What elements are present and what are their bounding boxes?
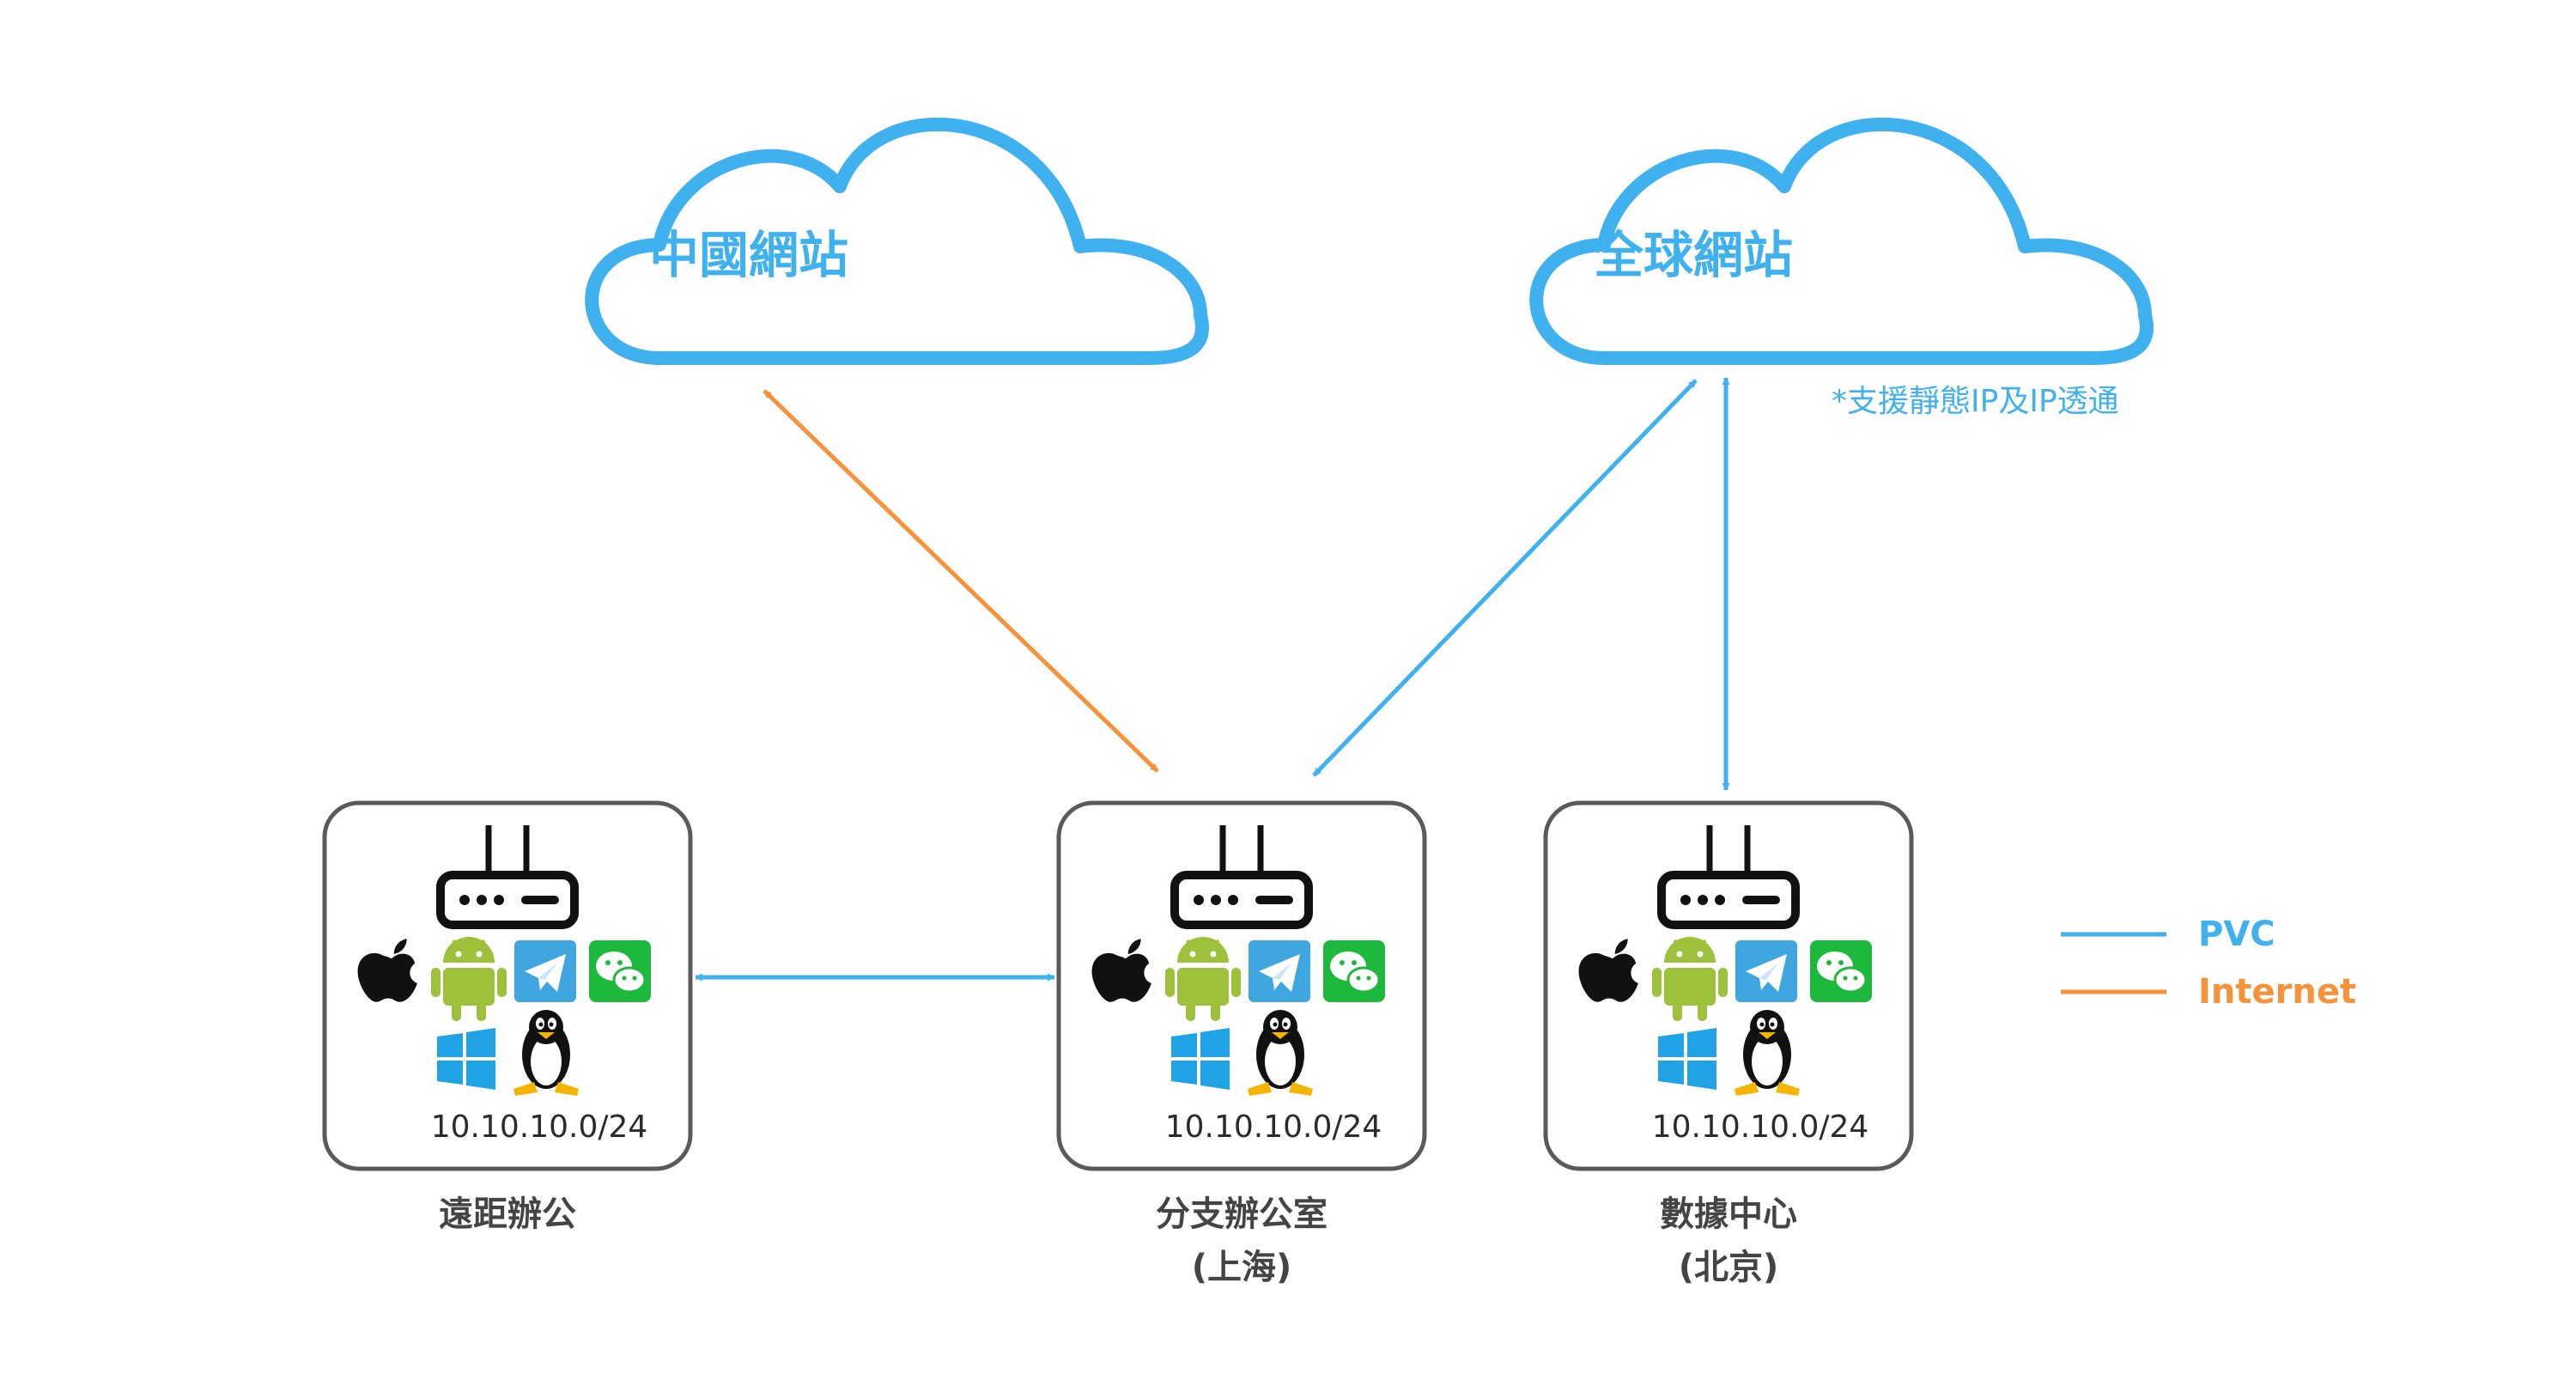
wechat-icon: [1808, 939, 1874, 1004]
site-caption-datacenter-city: (北京): [1679, 1248, 1779, 1287]
cloud-china: 中國網站: [592, 125, 1202, 358]
links-layer: [695, 377, 1730, 982]
subnet-label: 10.10.10.0/24: [1165, 1110, 1382, 1145]
site-box: [1543, 800, 1914, 1171]
site-box: [1056, 800, 1427, 1171]
legend-internet-label: Internet: [2198, 972, 2356, 1012]
legend: PVC Internet: [2061, 915, 2356, 1012]
site-caption-remote: 遠距辦公: [439, 1195, 576, 1234]
site-box: [322, 800, 693, 1171]
site-caption-branch-city: (上海): [1192, 1248, 1292, 1287]
telegram-icon: [1735, 940, 1797, 1002]
telegram-icon: [1249, 940, 1310, 1002]
legend-pvc-label: PVC: [2198, 915, 2275, 954]
site-datacenter-beijing: 10.10.10.0/24: [1543, 800, 1914, 1171]
cloud-label: 中國網站: [649, 226, 848, 284]
internet-link-shanghai-china: [762, 389, 1159, 773]
site-remote-office: 10.10.10.0/24: [322, 800, 693, 1171]
static-ip-note: *支援靜態IP及IP透通: [1832, 384, 2119, 419]
subnet-label: 10.10.10.0/24: [1652, 1110, 1869, 1145]
cloud-label: 全球網站: [1593, 226, 1793, 284]
site-branch-shanghai: 10.10.10.0/24: [1056, 800, 1427, 1171]
site-caption-branch: 分支辦公室: [1156, 1195, 1327, 1234]
subnet-label: 10.10.10.0/24: [431, 1110, 648, 1145]
site-caption-datacenter: 數據中心: [1660, 1195, 1797, 1234]
telegram-icon: [514, 940, 576, 1002]
pvc-link-shanghai-global: [1312, 379, 1698, 777]
wechat-icon: [1321, 939, 1387, 1004]
wechat-icon: [587, 939, 653, 1004]
cloud-global: 全球網站: [1536, 125, 2147, 358]
